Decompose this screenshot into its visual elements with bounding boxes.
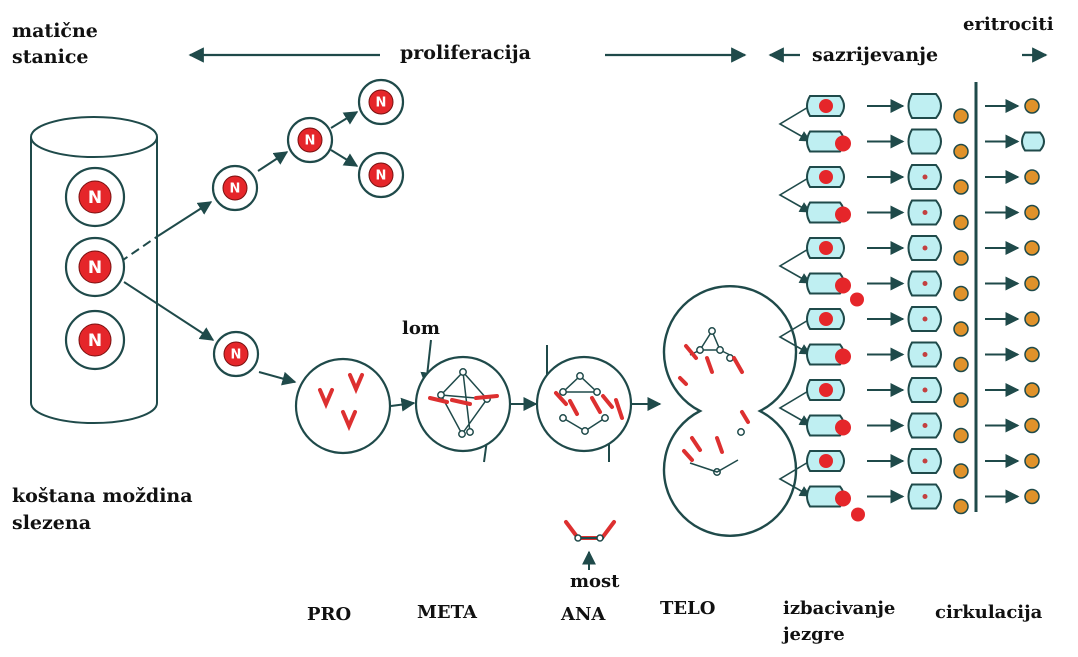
label-kostana: koštana moždina xyxy=(12,487,193,507)
nucleus-cell-bottom: N xyxy=(66,311,124,369)
nucleus-letter: N xyxy=(88,331,102,351)
label-sazrijevanje: sazrijevanje xyxy=(812,46,938,66)
nucleus-letter: N xyxy=(231,348,242,363)
maturation-row xyxy=(807,272,1039,307)
maturation-row xyxy=(807,201,1039,230)
progenitor-cell-upper: N xyxy=(213,166,257,210)
maturation-row xyxy=(807,130,1044,159)
nucleus-cell-top: N xyxy=(66,168,124,226)
label-slezena: slezena xyxy=(12,514,91,534)
label-ana: ANA xyxy=(561,606,605,625)
nucleus-letter: N xyxy=(230,182,241,197)
nucleus-letter: N xyxy=(376,169,387,184)
prophase-cell xyxy=(296,359,390,453)
nucleus-letter: N xyxy=(305,134,316,149)
label-jezgre: jezgre xyxy=(783,626,845,645)
nucleus-letter: N xyxy=(88,188,102,208)
progenitor-cell-second: N xyxy=(288,118,332,162)
progenitor-cell-lower: N xyxy=(214,332,258,376)
label-most: most xyxy=(570,573,620,592)
label-maticne: matične xyxy=(12,22,98,42)
progenitor-cell-bottom-right: N xyxy=(359,153,403,197)
maturation-row xyxy=(807,414,1039,443)
label-proliferacija: proliferacija xyxy=(400,44,531,64)
label-cirkulacija: cirkulacija xyxy=(935,604,1042,623)
label-eritrociti: eritrociti xyxy=(963,16,1054,35)
telophase-cell xyxy=(664,286,796,536)
label-meta: META xyxy=(417,604,477,623)
label-stanice: stanice xyxy=(12,48,88,68)
label-izbacivanje: izbacivanje xyxy=(783,600,895,619)
division-stages xyxy=(296,286,796,536)
label-lom: lom xyxy=(402,320,440,339)
stem-cells: N N N N N N N N xyxy=(66,80,403,376)
nucleus-letter: N xyxy=(376,96,387,111)
progenitor-cell-top-right: N xyxy=(359,80,403,124)
chromosome-bridge xyxy=(566,522,614,541)
nucleus-letter: N xyxy=(88,258,102,278)
maturation-row xyxy=(807,343,1039,372)
nucleus-cell-middle: N xyxy=(66,238,124,296)
maturation-zone xyxy=(780,82,1044,522)
label-telo: TELO xyxy=(660,600,715,619)
label-pro: PRO xyxy=(307,606,351,625)
maturation-row xyxy=(807,485,1039,522)
